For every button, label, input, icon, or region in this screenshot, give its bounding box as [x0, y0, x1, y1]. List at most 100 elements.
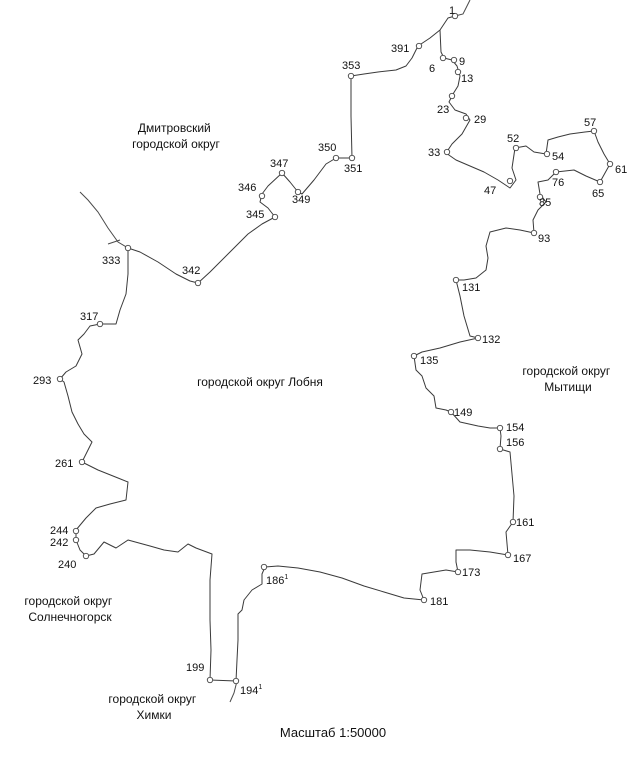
svg-text:93: 93 [538, 233, 550, 245]
region-lobnya: городской округ Лобня [197, 375, 323, 389]
svg-text:154: 154 [506, 422, 524, 434]
boundary-point-186-1: 1861 [260, 563, 288, 587]
boundary-point-194-1: 1941 [232, 677, 262, 697]
boundary-point-132: 132 [474, 334, 500, 346]
boundary-point-57: 57 [584, 117, 598, 135]
svg-text:351: 351 [344, 163, 362, 175]
boundary-point-181: 181 [420, 596, 448, 608]
svg-text:333: 333 [102, 255, 120, 267]
svg-text:345: 345 [246, 209, 264, 221]
boundary-point-391: 391 [391, 42, 423, 55]
region-solnechnogorsk: городской округ Солнечногорск [24, 594, 115, 624]
svg-text:342: 342 [182, 265, 200, 277]
svg-text:156: 156 [506, 437, 524, 449]
boundary-point-349: 349 [292, 188, 310, 206]
boundary-point-9: 9 [450, 56, 465, 68]
boundary-point-47: 47 [484, 177, 514, 197]
svg-text:65: 65 [592, 188, 604, 200]
svg-text:349: 349 [292, 194, 310, 206]
svg-text:244: 244 [50, 525, 68, 537]
svg-text:131: 131 [462, 282, 480, 294]
boundary-point-61: 61 [606, 160, 627, 176]
svg-text:293: 293 [33, 375, 51, 387]
boundary-point-353: 353 [342, 60, 360, 80]
svg-text:261: 261 [55, 458, 73, 470]
boundary-point-347: 347 [270, 158, 288, 177]
svg-text:132: 132 [482, 334, 500, 346]
svg-text:161: 161 [516, 517, 534, 529]
boundary-point-351: 351 [344, 154, 362, 175]
boundary-point-240: 240 [58, 552, 90, 571]
boundary-point-6: 6 [429, 54, 447, 75]
region-khimki: городской округ Химки [108, 692, 199, 722]
scale-label: Масштаб 1:50000 [280, 725, 386, 740]
svg-text:85: 85 [539, 197, 551, 209]
region-labels: Дмитровский городской округ городской ок… [24, 121, 613, 722]
boundary-point-199: 199 [186, 662, 214, 684]
ext-line-north [454, 0, 471, 17]
boundary-point-293: 293 [33, 375, 64, 387]
svg-text:167: 167 [513, 553, 531, 565]
svg-text:181: 181 [430, 596, 448, 608]
boundary-points: 1 391 6 9 13 23 29 33 47 52 54 57 61 65 … [33, 5, 627, 697]
ext-line-south [229, 680, 238, 703]
svg-text:350: 350 [318, 142, 336, 154]
boundary-point-156: 156 [496, 437, 524, 453]
svg-text:347: 347 [270, 158, 288, 170]
boundary-point-93: 93 [530, 229, 550, 245]
svg-text:173: 173 [462, 567, 480, 579]
boundary-point-261: 261 [55, 458, 86, 470]
svg-text:199: 199 [186, 662, 204, 674]
region-mytishchi: городской округ Мытищи [522, 364, 613, 394]
ext-line-northwest [79, 191, 129, 249]
svg-text:57: 57 [584, 117, 596, 129]
svg-text:240: 240 [58, 559, 76, 571]
svg-text:391: 391 [391, 43, 409, 55]
boundary-point-154: 154 [496, 422, 524, 434]
boundary-point-342: 342 [182, 265, 202, 287]
boundary-point-76: 76 [552, 168, 564, 189]
svg-text:149: 149 [454, 407, 472, 419]
svg-text:76: 76 [552, 177, 564, 189]
boundary-point-242: 242 [50, 536, 80, 549]
svg-text:1941: 1941 [240, 684, 262, 697]
boundary-point-317: 317 [80, 311, 104, 328]
boundary-point-23: 23 [437, 92, 456, 116]
boundary-point-350: 350 [318, 142, 340, 162]
boundary-point-346: 346 [238, 182, 266, 200]
svg-text:47: 47 [484, 185, 496, 197]
svg-text:13: 13 [461, 73, 473, 85]
boundary-point-149: 149 [447, 407, 472, 419]
svg-text:6: 6 [429, 63, 435, 75]
svg-text:346: 346 [238, 182, 256, 194]
svg-text:353: 353 [342, 60, 360, 72]
region-dmitrovsky: Дмитровский городской округ [132, 121, 220, 151]
boundary-point-167: 167 [504, 551, 531, 565]
svg-text:33: 33 [428, 147, 440, 159]
boundary-point-161: 161 [509, 517, 534, 529]
boundary-point-85: 85 [536, 193, 551, 209]
svg-text:23: 23 [437, 104, 449, 116]
boundary-point-33: 33 [428, 147, 451, 159]
boundary-point-29: 29 [462, 114, 486, 126]
svg-text:135: 135 [420, 355, 438, 367]
boundary-point-52: 52 [507, 133, 519, 152]
svg-text:54: 54 [552, 151, 564, 163]
boundary-point-54: 54 [543, 150, 564, 163]
boundary-point-333: 333 [102, 244, 132, 267]
svg-text:1: 1 [449, 5, 455, 17]
boundary-point-1: 1 [449, 5, 459, 20]
boundary-point-244: 244 [50, 525, 80, 537]
boundary-point-173: 173 [454, 567, 480, 579]
svg-text:52: 52 [507, 133, 519, 145]
boundary-point-65: 65 [592, 178, 604, 200]
boundary-point-131: 131 [452, 276, 480, 294]
svg-text:317: 317 [80, 311, 98, 323]
svg-text:242: 242 [50, 537, 68, 549]
svg-text:61: 61 [615, 164, 627, 176]
boundary-point-13: 13 [454, 68, 473, 85]
svg-text:1861: 1861 [266, 574, 288, 587]
ext-line-tick-333 [107, 239, 121, 245]
boundary-point-345: 345 [246, 209, 279, 221]
